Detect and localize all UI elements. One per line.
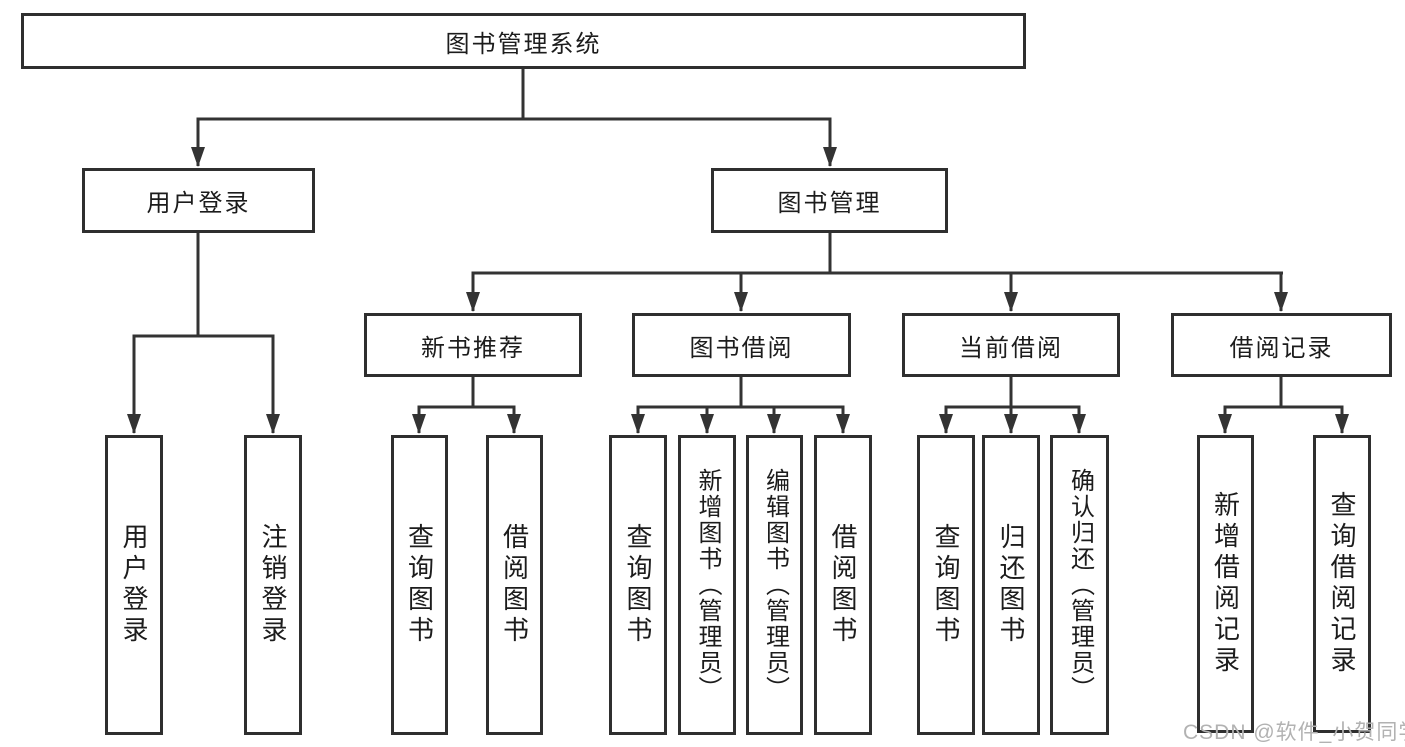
node-new-book-recommendation: 新书推荐 [364,313,582,377]
node-library-management-system: 图书管理系统 [21,13,1026,69]
node-label: 查询图书 [623,523,653,647]
leaf-edit-books-admin: 编辑图书（管理员） [746,435,803,735]
leaf-query-books-current: 查询图书 [917,435,975,735]
node-label: 新增借阅记录 [1210,491,1241,677]
leaf-confirm-return-admin: 确认归还（管理员） [1050,435,1109,735]
connector-bookborrow-to-leaves [631,377,850,434]
leaf-return-books: 归还图书 [982,435,1040,735]
node-user-login: 用户登录 [82,168,315,233]
node-label: 查询借阅记录 [1327,491,1357,677]
connector-bookmgmt-to-level3 [466,233,1288,312]
node-label: 查询图书 [404,523,435,647]
connector-newbookrec-to-leaves [412,377,521,434]
node-label: 借阅记录 [1229,334,1334,362]
node-label: 图书管理系统 [445,30,602,58]
node-book-management: 图书管理 [711,168,948,233]
leaf-add-borrow-record: 新增借阅记录 [1197,435,1254,733]
leaf-borrow-books-borrowing: 借阅图书 [814,435,872,735]
connector-userlogin-to-leaves [127,233,280,434]
node-book-borrowing: 图书借阅 [632,313,851,377]
node-label: 借阅图书 [828,523,858,647]
csdn-watermark: CSDN @软件_小贺同学 [1183,721,1405,744]
leaf-add-books-admin: 新增图书（管理员） [678,435,736,735]
node-label: 图书借阅 [689,334,794,362]
node-label: 当前借阅 [959,334,1063,362]
leaf-query-books-borrowing: 查询图书 [609,435,667,735]
leaf-query-books-recommendation: 查询图书 [391,435,448,735]
connector-root-to-level2 [191,69,837,167]
leaf-borrow-books-recommendation: 借阅图书 [486,435,543,735]
node-label: 新书推荐 [421,334,525,362]
node-label: 归还图书 [996,523,1026,647]
node-label: 借阅图书 [499,523,530,647]
leaf-query-borrow-record: 查询借阅记录 [1313,435,1371,733]
node-label: 编辑图书（管理员） [761,468,789,702]
node-current-borrowing: 当前借阅 [902,313,1120,377]
connector-borrowrecords-to-leaves [1218,377,1349,434]
leaf-user-login: 用户登录 [105,435,163,735]
node-label: 确认归还（管理员） [1066,468,1094,702]
node-label: 图书管理 [777,190,882,217]
node-label: 查询图书 [931,523,961,647]
connector-currentborrow-to-leaves [939,377,1086,434]
leaf-logout: 注销登录 [244,435,302,735]
node-label: 用户登录 [119,523,149,647]
node-label: 用户登录 [146,190,251,217]
node-borrowing-records: 借阅记录 [1171,313,1392,377]
node-label: 注销登录 [258,523,288,647]
node-label: 新增图书（管理员） [694,468,721,702]
